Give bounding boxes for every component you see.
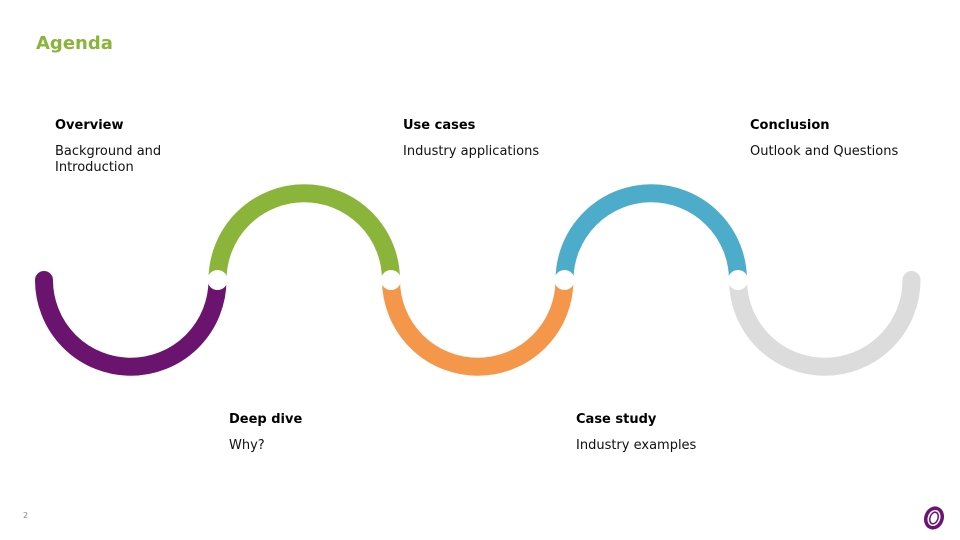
agenda-item-heading: Case study — [576, 412, 657, 427]
agenda-item-overview: Overview Background and Introduction — [55, 118, 245, 176]
agenda-item-subtitle: Outlook and Questions — [750, 144, 899, 159]
page-title: Agenda — [36, 33, 113, 54]
agenda-item-heading: Conclusion — [750, 118, 830, 133]
wave-arc-purple — [35, 271, 227, 376]
agenda-item-conclusion: Conclusion Outlook and Questions — [750, 118, 940, 160]
agenda-item-deep-dive: Deep dive Why? — [229, 412, 419, 454]
wave-arc-green — [208, 184, 400, 281]
agenda-item-heading: Use cases — [403, 118, 476, 133]
junction-dot-4 — [728, 270, 748, 290]
agenda-item-subtitle: Industry examples — [576, 438, 697, 453]
page-number: 2 — [23, 511, 29, 520]
agenda-item-use-cases: Use cases Industry applications — [403, 118, 593, 160]
agenda-item-subtitle: Background and Introduction — [55, 144, 162, 175]
agenda-item-heading: Overview — [55, 118, 124, 133]
junction-dot-1 — [207, 270, 228, 290]
wave-arc-blue — [555, 184, 747, 281]
junction-dot-3 — [554, 270, 575, 290]
swirl-logo-icon — [923, 506, 945, 530]
wave-arc-orange — [382, 279, 574, 376]
agenda-item-heading: Deep dive — [229, 412, 303, 427]
agenda-item-subtitle: Industry applications — [403, 144, 540, 159]
agenda-item-case-study: Case study Industry examples — [576, 412, 766, 454]
wave-arc-grey — [729, 271, 921, 376]
junction-dot-2 — [381, 270, 401, 290]
agenda-item-subtitle: Why? — [229, 438, 265, 453]
